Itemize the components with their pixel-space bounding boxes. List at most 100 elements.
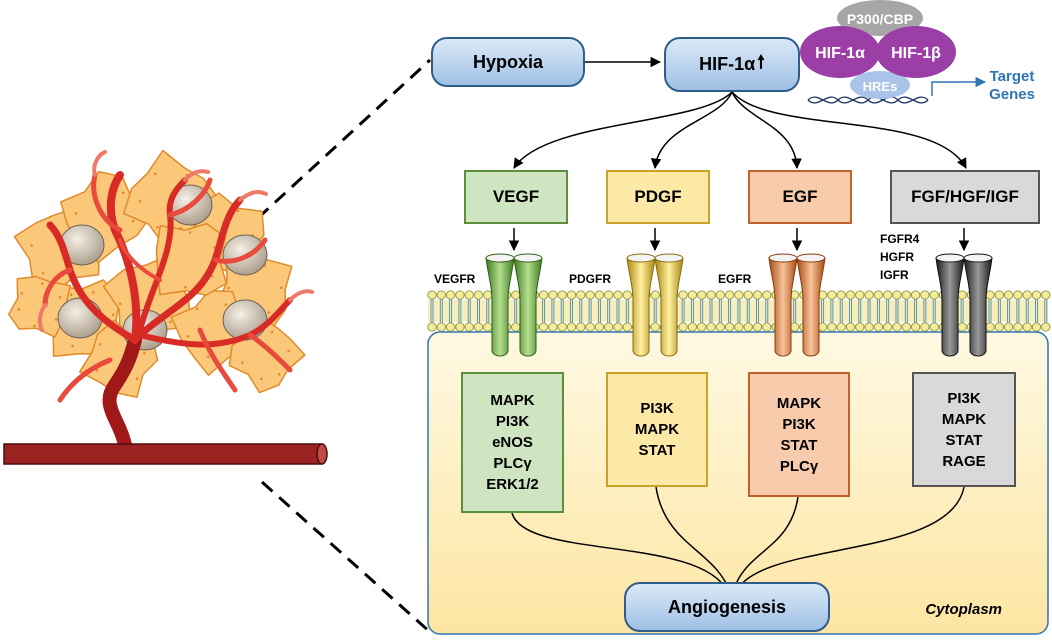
- phospholipid: [724, 290, 735, 332]
- factor-label: FGF/HGF/IGF: [911, 187, 1019, 206]
- phospholipid: [855, 290, 865, 332]
- phospholipid: [445, 290, 456, 332]
- target-genes-line2: Genes: [989, 86, 1035, 103]
- egfr-receptor: [768, 253, 826, 357]
- pathway-item: PI3K: [495, 413, 530, 430]
- pathway-item: STAT: [780, 436, 818, 454]
- p300-shape: [837, 0, 923, 36]
- hres-label: HREs: [863, 79, 898, 94]
- hif-node: HIF-1α🠕: [664, 37, 800, 92]
- target-genes-line1: Target: [990, 68, 1035, 85]
- phospholipid: [604, 290, 614, 332]
- cell-nucleus: [57, 297, 103, 339]
- phospholipid: [845, 290, 856, 332]
- phospholipid: [455, 290, 465, 332]
- phospholipid: [678, 290, 688, 332]
- receptor-label-hgfr: HGFR: [880, 250, 914, 264]
- hif1b-label: HIF-1β: [891, 45, 941, 62]
- target-genes-arrow: [931, 76, 987, 96]
- factor-label: PDGF: [634, 187, 682, 206]
- phospholipid: [929, 290, 939, 332]
- phospholipid: [548, 290, 558, 332]
- hif-complex: P300/CBP HIF-1α HIF-1β HREs Target Genes: [800, 0, 1035, 104]
- phospholipid: [836, 290, 846, 332]
- pdgfr-receptor: [626, 253, 684, 357]
- phospholipid: [687, 290, 698, 332]
- pathway-item: PLCγ: [779, 457, 819, 475]
- hif-label: HIF-1α: [699, 54, 756, 74]
- phospholipid: [910, 290, 921, 332]
- zoom-line-top: [256, 58, 432, 220]
- phospholipid: [734, 290, 744, 332]
- factor-box-vegf: VEGF: [464, 170, 568, 224]
- phospholipid: [873, 290, 884, 332]
- hres-shape: [850, 71, 910, 99]
- up-arrow-icon: 🠕: [757, 51, 765, 72]
- vegfr-receptor: [485, 253, 543, 357]
- phospholipid: [427, 290, 437, 332]
- phospholipid: [827, 290, 837, 332]
- angiogenesis-label: Angiogenesis: [667, 596, 787, 617]
- hypoxia-node: Hypoxia: [431, 37, 585, 87]
- phospholipid: [585, 290, 595, 332]
- pathway-item: eNOS: [492, 434, 533, 451]
- phospholipid: [473, 290, 484, 332]
- receptor-label-vegfr: VEGFR: [434, 272, 476, 286]
- receptor-label-pdgfr: PDGFR: [569, 272, 611, 286]
- phospholipid: [957, 290, 967, 332]
- receptors: [485, 253, 993, 357]
- pathway-item: PI3K: [782, 415, 816, 433]
- phospholipid: [622, 290, 632, 332]
- phospholipid: [594, 290, 605, 332]
- receptor-label-igfr: IGFR: [880, 268, 909, 282]
- phospholipid: [1003, 290, 1014, 332]
- angiogenesis-node: Angiogenesis: [624, 582, 830, 632]
- pathway-item: MAPK: [941, 410, 987, 428]
- phospholipid: [650, 290, 660, 332]
- phospholipid: [566, 290, 577, 332]
- phospholipid: [752, 290, 763, 332]
- hif1a-label: HIF-1α: [815, 45, 865, 62]
- factor-label: VEGF: [492, 187, 540, 206]
- phospholipid: [706, 290, 716, 332]
- pathway-item: PI3K: [640, 400, 674, 417]
- phospholipid: [511, 290, 521, 332]
- hif1a-shape: [800, 26, 880, 78]
- phospholipid: [715, 290, 725, 332]
- phospholipid: [483, 290, 493, 332]
- factor-box-egf: EGF: [748, 170, 852, 224]
- phospholipid: [436, 290, 446, 332]
- phospholipid: [1013, 290, 1023, 332]
- hypoxia-label: Hypoxia: [472, 51, 544, 72]
- phospholipid: [464, 290, 474, 332]
- phospholipid: [697, 290, 707, 332]
- dna-icon: [807, 96, 929, 104]
- phospholipid: [920, 290, 930, 332]
- receptor-label-fgfr4: FGFR4: [880, 232, 920, 246]
- cytoplasm-label: Cytoplasm: [925, 601, 1002, 618]
- phospholipid: [743, 290, 753, 332]
- cytoplasm-region: [427, 331, 1049, 635]
- phospholipid: [883, 290, 893, 332]
- phospholipid: [864, 290, 874, 332]
- phospholipid: [985, 290, 995, 332]
- phospholipid: [1041, 290, 1051, 332]
- phospholipid: [1031, 290, 1042, 332]
- factor-box-fgf-hgf-igf: FGF/HGF/IGF: [890, 170, 1040, 224]
- zoom-line-bottom: [261, 480, 431, 634]
- blood-vessel: [3, 443, 328, 465]
- hif1b-shape: [876, 26, 956, 78]
- factor-to-receptor-arrows: [508, 228, 970, 252]
- receptor-label-egfr: EGFR: [718, 272, 752, 286]
- phospholipid: [901, 290, 911, 332]
- phospholipid: [576, 290, 586, 332]
- pathway-item: MAPK: [776, 394, 822, 412]
- phospholipid: [557, 290, 567, 332]
- phospholipid: [762, 290, 772, 332]
- pathway-item: PLCγ: [493, 455, 532, 472]
- phospholipid: [613, 290, 623, 332]
- factor-box-pdgf: PDGF: [606, 170, 710, 224]
